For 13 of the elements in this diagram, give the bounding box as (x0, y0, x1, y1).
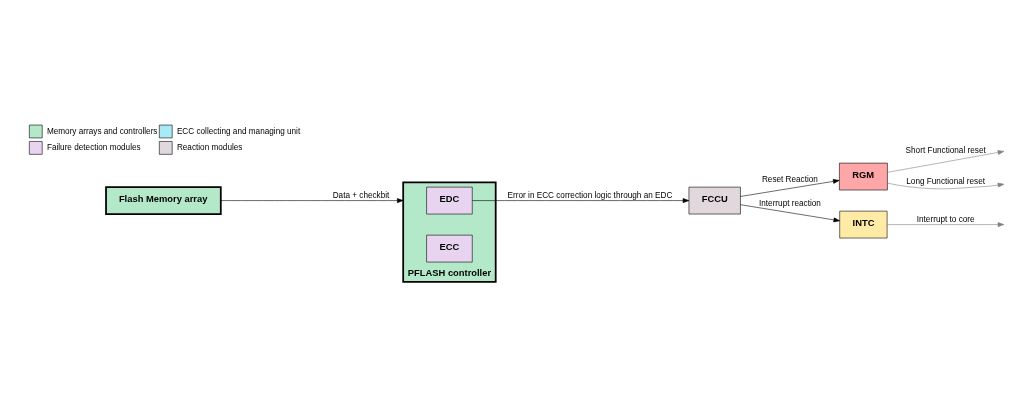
arrow (887, 150, 1005, 173)
node-box: ECC (426, 234, 473, 263)
node-box: FCCU (688, 186, 741, 215)
node-box: Flash Memory array (105, 186, 222, 215)
arrow (472, 198, 690, 203)
node-box: EDC (426, 186, 473, 215)
node-box: INTC (839, 210, 888, 239)
arrow (740, 204, 840, 223)
arrow (886, 222, 1005, 227)
arrow (220, 198, 404, 203)
node-box: RGM (839, 162, 888, 191)
arrow (887, 182, 1005, 190)
arrow (740, 179, 840, 197)
